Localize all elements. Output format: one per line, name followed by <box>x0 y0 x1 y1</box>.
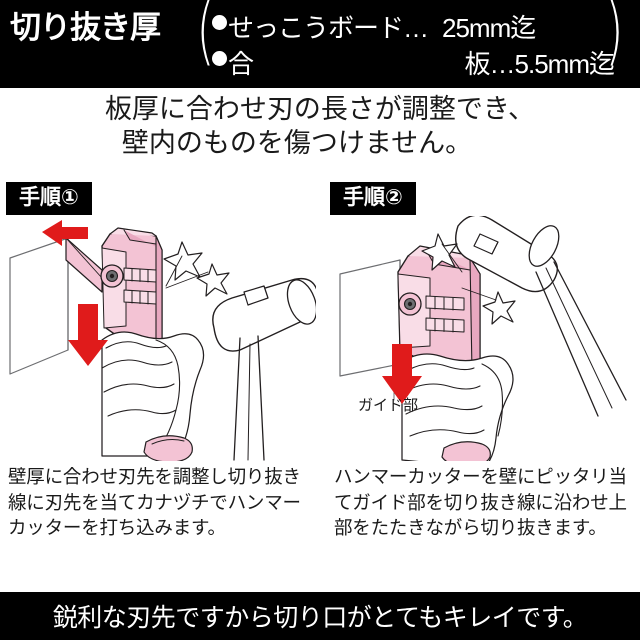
wall-board-icon <box>339 259 401 377</box>
header-spec-row-1: せっこうボード… 25mm迄 <box>212 8 612 44</box>
header-title: 切り抜き厚 <box>10 10 161 45</box>
header-spec-row-2: 合 板…5.5mm迄 <box>212 44 615 80</box>
tool-grip-bottom-icon <box>441 441 491 461</box>
tool-grip-bottom-icon <box>143 435 193 461</box>
header-paren-open: ( <box>196 0 215 74</box>
subtitle-line-2: 壁内のものを傷つけません。 <box>121 128 473 158</box>
star-leader-line <box>165 255 183 287</box>
star-leader-line <box>461 287 497 301</box>
spec-2-value: 板…5.5mm迄 <box>464 49 615 79</box>
step-2-illustration: ガイド部 <box>330 216 640 461</box>
blade-wedge-icon <box>65 237 103 293</box>
step-1-caption: 壁厚に合わせ刃先を調整し切り抜き線に刃先を当てカナヅチでハンマーカッターを打ち込… <box>8 466 301 538</box>
header-spec-list: せっこうボード… 25mm迄 合 板…5.5mm迄 <box>212 8 615 80</box>
subtitle-line-1: 板厚に合わせ刃の長さが調整でき、 <box>104 94 536 124</box>
bullet-icon <box>212 15 227 30</box>
mallet-icon <box>455 216 627 417</box>
hammer-cutter-tool-icon <box>397 245 481 397</box>
step-panel-2: 手順② <box>330 182 640 582</box>
step-2-caption: ハンマーカッターを壁にピッタリ当てガイド部を切り抜き線に沿わせ上部をたたきながら… <box>334 466 627 538</box>
mallet-icon <box>212 277 316 461</box>
arrow-down-icon <box>68 304 108 366</box>
star-leader-line <box>441 243 463 273</box>
arrow-down-icon <box>382 344 422 404</box>
step-panel-1: 手順① <box>6 182 316 582</box>
sparkle-star-icon <box>163 241 230 297</box>
sparkle-star-icon <box>421 233 516 325</box>
guide-part-label: ガイド部 <box>358 397 419 414</box>
hand-icon <box>101 331 205 457</box>
header-paren-close: ) <box>605 0 624 74</box>
spec-2-label: 合 <box>228 49 254 79</box>
hand-icon <box>401 353 514 461</box>
footer-banner: 鋭利な刃先ですから切り口がとてもキレイです。 <box>0 592 640 640</box>
bullet-icon <box>212 51 227 66</box>
spec-1-value: 25mm迄 <box>442 13 536 43</box>
subtitle-block: 板厚に合わせ刃の長さが調整でき、 壁内のものを傷つけません。 <box>0 92 640 160</box>
footer-text: 鋭利な刃先ですから切り口がとてもキレイです。 <box>52 604 588 632</box>
arrow-left-icon <box>42 220 88 246</box>
step-2-drawing <box>339 216 627 461</box>
step-1-drawing <box>9 220 316 461</box>
wall-board-icon <box>9 237 69 375</box>
step-2-badge: 手順② <box>330 182 416 216</box>
header-banner: 切り抜き厚 ( ) せっこうボード… 25mm迄 合 板…5.5mm迄 <box>0 0 640 88</box>
step-1-illustration <box>6 216 316 461</box>
step-1-badge: 手順① <box>6 182 92 216</box>
star-leader-line <box>165 271 209 289</box>
spec-1-label: せっこうボード… <box>228 13 429 43</box>
